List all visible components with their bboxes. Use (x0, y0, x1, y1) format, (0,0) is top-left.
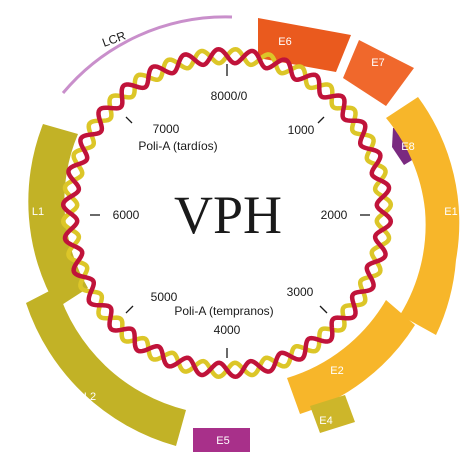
e8-label: E8 (401, 141, 414, 153)
position-ticks (90, 64, 370, 358)
l1-label: L1 (32, 206, 44, 218)
e6-label: E6 (278, 36, 291, 48)
pos-5000: 5000 (151, 290, 178, 304)
tick-1000 (317, 116, 325, 124)
tick-3000 (319, 305, 328, 314)
e4-box (310, 395, 355, 433)
e7-label: E7 (371, 57, 384, 69)
e5-box (193, 428, 250, 452)
pos-2000: 2000 (321, 208, 348, 222)
e2-arc (287, 300, 415, 414)
pos-4000: 4000 (214, 323, 241, 337)
position-labels: 8000/0 1000 2000 3000 4000 5000 6000 700… (113, 89, 348, 337)
e2-label: E2 (330, 365, 343, 377)
polya-early-label: Poli-A (tempranos) (174, 304, 273, 318)
e5-label: E5 (216, 435, 229, 447)
e7-arc (343, 40, 414, 106)
dna-double-helix (60, 46, 394, 380)
lcr-label: LCR (100, 28, 128, 49)
l2-label: L2 (84, 391, 96, 403)
e1-arc (386, 97, 460, 335)
pos-6000: 6000 (113, 208, 140, 222)
tick-5000 (125, 305, 134, 314)
e4-label: E4 (319, 415, 332, 427)
dna-strand-red (60, 46, 394, 380)
pos-0: 8000/0 (211, 89, 248, 103)
pos-7000: 7000 (153, 122, 180, 136)
tick-7000 (125, 116, 133, 124)
lcr-arc (61, 15, 233, 94)
genome-title: VPH (174, 185, 282, 245)
pos-1000: 1000 (288, 123, 315, 137)
polya-late-label: Poli-A (tardíos) (138, 139, 217, 153)
pos-3000: 3000 (287, 285, 314, 299)
e1-label: E1 (444, 206, 457, 218)
l2-arc (26, 287, 186, 446)
